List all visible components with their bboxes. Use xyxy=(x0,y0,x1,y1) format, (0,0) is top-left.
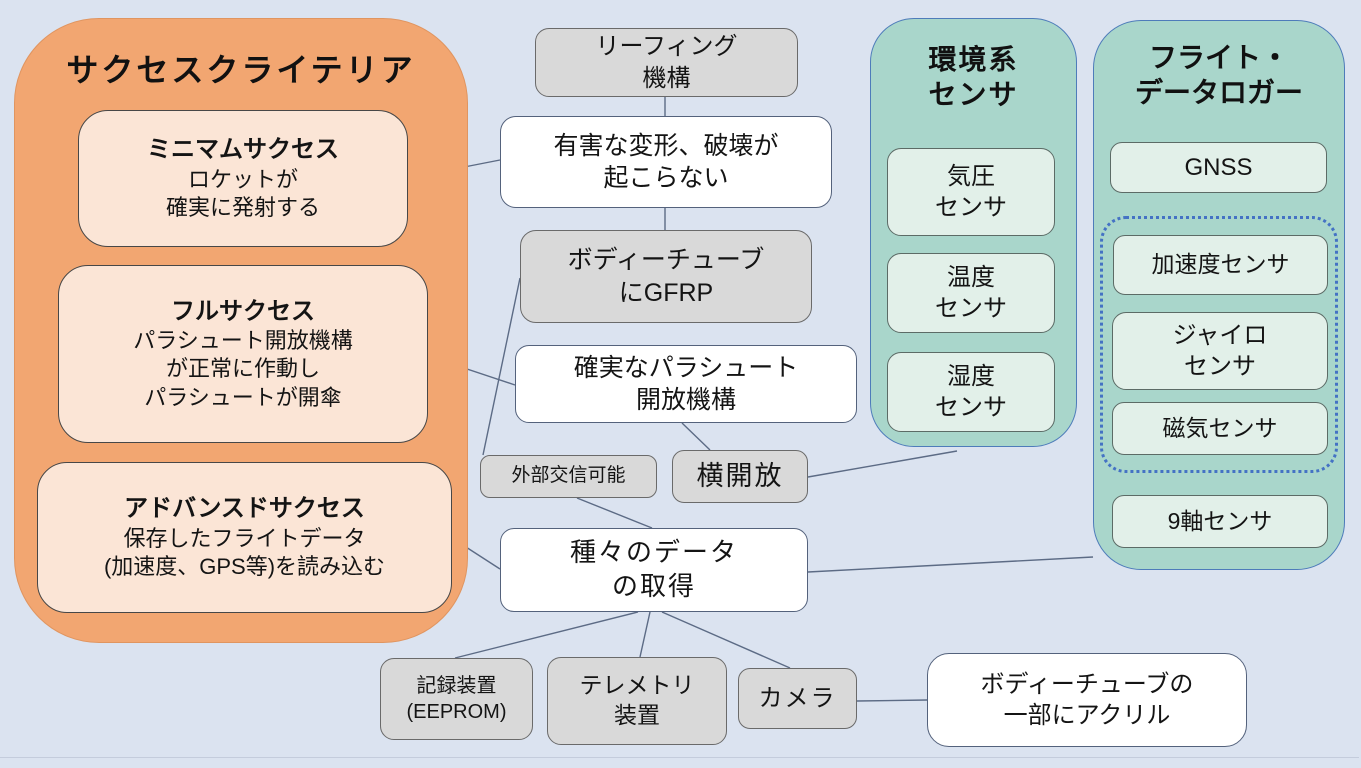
node-line: 種々のデータ xyxy=(569,537,738,568)
connector-camera-acrylic xyxy=(856,699,928,702)
node-camera: カメラ xyxy=(738,668,857,729)
flight-data-logger-container xyxy=(1093,20,1345,570)
node-line: カメラ xyxy=(758,684,837,712)
node-line: センサ xyxy=(935,194,1007,221)
node-temperature-sensor: 温度 センサ xyxy=(887,253,1055,333)
connector-gfrp-externalcomm xyxy=(482,277,521,456)
node-gyro-sensor: ジャイロ センサ xyxy=(1112,312,1328,390)
connector-dataacq-recorder xyxy=(454,611,639,659)
node-line: ボディーチューブ xyxy=(567,246,765,274)
node-line: の取得 xyxy=(611,571,696,601)
node-parachute-release-mechanism: 確実なパラシュート 開放機構 xyxy=(515,345,857,423)
node-line: (加速度、GPS等)を読み込む xyxy=(103,554,386,580)
title-line: データロガー xyxy=(1134,77,1303,108)
title-line: フライト・ xyxy=(1148,42,1289,73)
node-line: GNSS xyxy=(1184,153,1253,181)
node-line: 湿度 xyxy=(947,362,995,390)
node-heading: フルサクセス xyxy=(171,297,315,325)
connector-dataacq-flightlogger xyxy=(807,556,1094,573)
node-heading: ミニマムサクセス xyxy=(147,136,339,164)
node-side-release: 横開放 xyxy=(672,450,808,503)
node-line: 温度 xyxy=(947,263,995,291)
node-line: 開放機構 xyxy=(635,386,736,414)
node-line: ジャイロ xyxy=(1172,321,1268,349)
node-data-acquisition: 種々のデータ の取得 xyxy=(500,528,808,612)
title-line: 環境系 xyxy=(928,44,1019,75)
node-line: 磁気センサ xyxy=(1162,414,1278,441)
node-line: 確実に発射する xyxy=(165,195,320,221)
node-line: 横開放 xyxy=(696,460,784,491)
node-line: 加速度センサ xyxy=(1151,251,1290,278)
node-line: パラシュート開放機構 xyxy=(133,327,353,353)
node-line: 9軸センサ xyxy=(1167,507,1273,534)
connector-dataacq-camera xyxy=(661,611,791,669)
node-line: 起こらない xyxy=(603,164,729,192)
node-nine-axis-sensor: 9軸センサ xyxy=(1112,495,1328,548)
node-pressure-sensor: 気圧 センサ xyxy=(887,148,1055,236)
node-full-success: フルサクセス パラシュート開放機構 が正常に作動し パラシュートが開傘 xyxy=(58,265,428,443)
connector-siderelease-envsensors xyxy=(807,450,958,478)
node-line: 機構 xyxy=(642,64,691,92)
node-bodytube-acrylic: ボディーチューブの 一部にアクリル xyxy=(927,653,1247,747)
node-no-harmful-deformation: 有害な変形、破壊が 起こらない xyxy=(500,116,832,208)
node-bodytube-gfrp: ボディーチューブ にGFRP xyxy=(520,230,812,323)
connector-parachute-siderelease xyxy=(681,422,711,451)
node-line: 有害な変形、破壊が xyxy=(553,131,779,160)
connector-dataacq-telemetry xyxy=(639,611,651,658)
imu-group-dotted-outline xyxy=(1100,216,1338,473)
node-line: 装置 xyxy=(614,702,660,728)
node-line: (EEPROM) xyxy=(406,701,507,723)
env-sensors-title: 環境系 センサ xyxy=(870,42,1077,112)
node-accelerometer: 加速度センサ xyxy=(1113,235,1328,295)
node-line: パラシュートが開傘 xyxy=(144,384,342,410)
node-gnss: GNSS xyxy=(1110,142,1327,193)
node-line: 保存したフライトデータ xyxy=(123,525,366,551)
node-line: ロケットが xyxy=(187,166,298,192)
node-line: が正常に作動し xyxy=(165,356,320,382)
node-advanced-success: アドバンスドサクセス 保存したフライトデータ (加速度、GPS等)を読み込む xyxy=(37,462,452,613)
title-line: センサ xyxy=(928,79,1019,110)
connector-externalcomm-dataacq xyxy=(576,497,653,529)
node-line: にGFRP xyxy=(618,278,714,307)
node-recorder-eeprom: 記録装置 (EEPROM) xyxy=(380,658,533,740)
node-line: センサ xyxy=(935,394,1007,421)
node-line: ボディーチューブの xyxy=(980,670,1194,698)
node-line: リーフィング xyxy=(595,33,738,61)
node-reefing-mechanism: リーフィング 機構 xyxy=(535,28,798,97)
node-minimum-success: ミニマムサクセス ロケットが 確実に発射する xyxy=(78,110,408,247)
success-criteria-title: サクセスクライテリア xyxy=(66,52,416,88)
node-line: 外部交信可能 xyxy=(511,465,626,487)
node-line: センサ xyxy=(935,295,1007,322)
node-magnetometer: 磁気センサ xyxy=(1112,402,1328,455)
flight-data-logger-title: フライト・ データロガー xyxy=(1093,40,1345,110)
node-line: 確実なパラシュート xyxy=(573,353,799,382)
node-line: 記録装置 xyxy=(416,675,497,697)
node-heading: アドバンスドサクセス xyxy=(124,495,365,523)
node-line: 気圧 xyxy=(947,162,995,190)
node-telemetry-device: テレメトリ 装置 xyxy=(547,657,727,745)
node-line: テレメトリ xyxy=(579,672,695,699)
node-line: センサ xyxy=(1184,353,1256,380)
node-humidity-sensor: 湿度 センサ xyxy=(887,352,1055,432)
node-line: 一部にアクリル xyxy=(1003,702,1171,729)
node-external-communication: 外部交信可能 xyxy=(480,455,657,498)
